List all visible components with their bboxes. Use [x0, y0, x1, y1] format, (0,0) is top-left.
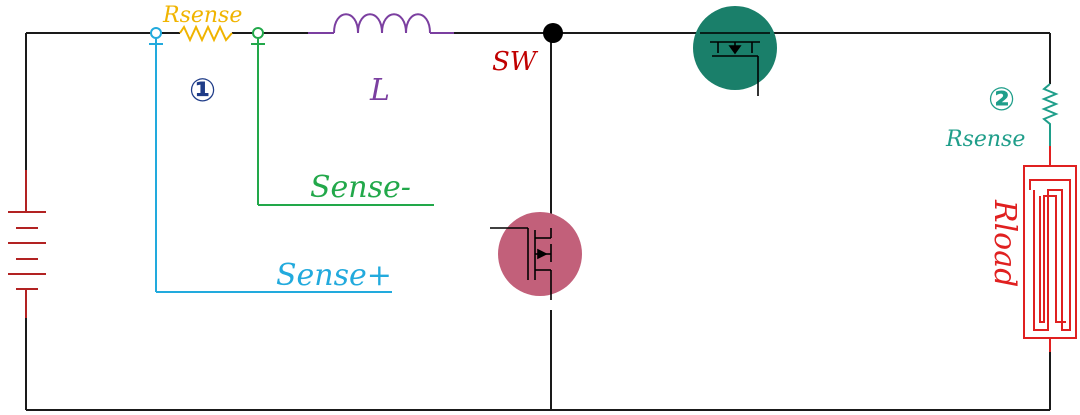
sense-minus-label: Sense-	[310, 170, 411, 205]
wires	[25, 23, 1051, 411]
sw-node-dot	[543, 23, 563, 43]
sense-minus-probe	[251, 27, 434, 206]
sense-plus-probe	[149, 27, 392, 293]
rsense-top-label: Rsense	[162, 3, 242, 28]
rsense-right-label: Rsense	[945, 127, 1025, 152]
marker-2-label: ②	[988, 80, 1015, 118]
mosfet-low-side	[490, 212, 582, 300]
sense-plus-label: Sense+	[276, 258, 392, 293]
rload-icon	[1023, 146, 1077, 352]
rsense-right-resistor	[1041, 83, 1059, 146]
rsense-top-resistor	[179, 24, 233, 43]
switch-node-label: SW	[492, 47, 539, 77]
rload-label: Rload	[987, 199, 1022, 287]
battery-icon	[8, 170, 46, 318]
mosfet-high-side	[693, 6, 777, 96]
marker-1-label: ①	[189, 71, 216, 109]
inductor-icon	[308, 13, 454, 34]
inductor-label: L	[369, 73, 390, 108]
